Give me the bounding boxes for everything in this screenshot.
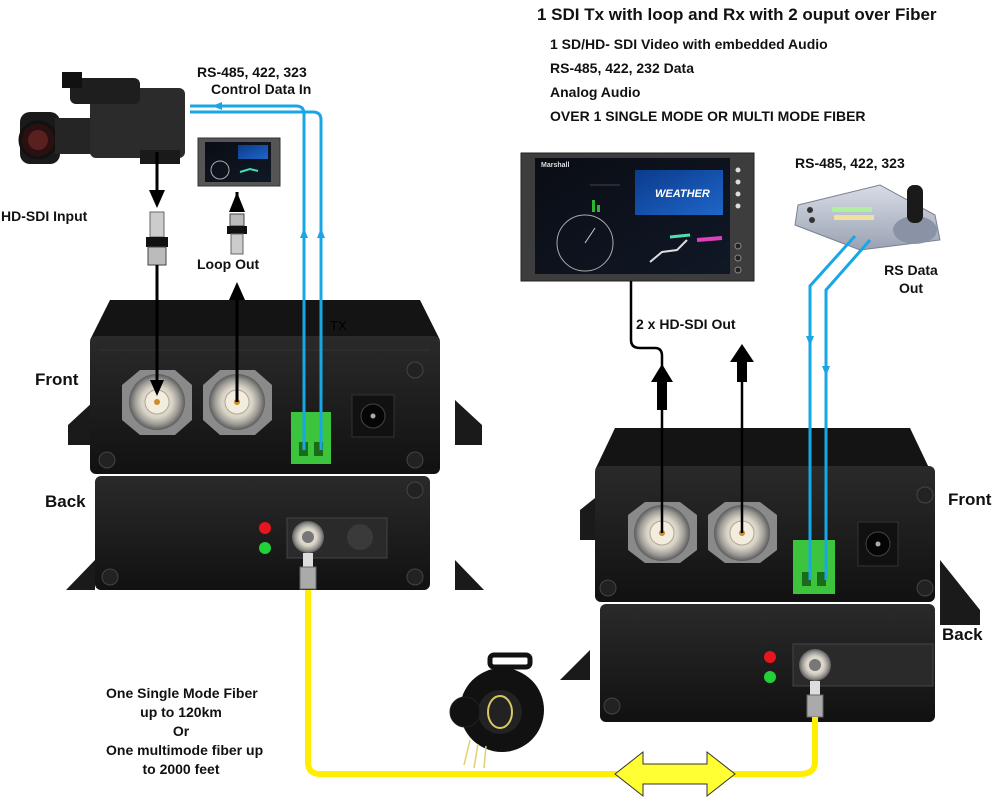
control-data-in-label-2: Control Data In <box>211 81 312 97</box>
rs-data-out-lines <box>806 234 872 580</box>
tx-data-terminal-block <box>291 412 331 464</box>
tx-mark-label: TX <box>330 318 347 333</box>
rx-dc-power-jack <box>857 521 899 567</box>
fiber-spec-line: One multimode fiber up <box>106 742 264 758</box>
hd-sdi-out-label: 2 x HD-SDI Out <box>636 316 736 332</box>
fiber-cable-line <box>305 590 818 777</box>
transmitter-device <box>66 300 484 590</box>
loop-out-label: Loop Out <box>197 256 260 272</box>
diagram-title: 1 SDI Tx with loop and Rx with 2 ouput o… <box>537 5 937 24</box>
tx-bnc-loop-connector <box>203 370 272 435</box>
monitor-brand: Marshall <box>541 162 569 169</box>
rx-fiber-st-connector <box>799 649 831 718</box>
rs-data-out-label-1: RS Data <box>884 262 938 278</box>
fiber-spec-text: One Single Mode Fiber up to 120km Or One… <box>106 684 264 779</box>
tx-dc-power-jack <box>351 394 395 438</box>
rs-data-out-label-2: Out <box>898 280 924 296</box>
feature-list: 1 SD/HD- SDI Video with embedded Audio R… <box>550 32 866 128</box>
tx-front-label: Front <box>35 370 79 389</box>
rx-back-label: Back <box>942 625 983 644</box>
fiber-spec-line: up to 120km <box>140 704 222 720</box>
fiber-spec-line: One Single Mode Fiber <box>106 685 258 701</box>
loop-out-monitor-icon <box>197 137 281 187</box>
broadcast-camera-icon <box>18 72 185 164</box>
monitor-weather-text: WEATHER <box>655 188 710 200</box>
tx-status-led-green <box>259 542 271 554</box>
receiver-device <box>560 428 980 722</box>
feature-item: OVER 1 SINGLE MODE OR MULTI MODE FIBER <box>550 108 866 124</box>
tx-back-label: Back <box>45 492 86 511</box>
rx-status-led-green <box>764 671 776 683</box>
feature-item: 1 SD/HD- SDI Video with embedded Audio <box>550 36 828 52</box>
control-data-in-lines <box>190 102 325 450</box>
rx-status-led-red <box>764 651 776 663</box>
tx-status-led-red <box>259 522 271 534</box>
rx-data-terminal-block <box>793 540 835 594</box>
loop-out-line <box>227 192 247 402</box>
rs-data-out-top-label: RS-485, 422, 323 <box>795 155 905 171</box>
ptz-control-panel-icon <box>794 184 941 251</box>
hd-sdi-input-label: HD-SDI Input <box>1 208 88 224</box>
fiber-spec-line: to 2000 feet <box>142 761 220 777</box>
tx-bnc-input-connector <box>122 370 192 435</box>
rx-front-label: Front <box>948 490 992 509</box>
feature-item: Analog Audio <box>550 84 641 100</box>
fiber-reel-icon <box>449 652 544 769</box>
bidirectional-arrow-icon <box>614 750 736 798</box>
hd-sdi-output-lines <box>629 281 754 533</box>
feature-item: RS-485, 422, 232 Data <box>550 60 694 76</box>
fiber-spec-line: Or <box>172 723 190 739</box>
hd-sdi-input-line <box>146 152 168 396</box>
output-monitor-icon: Marshall WEATHER <box>520 152 755 282</box>
control-data-in-label-1: RS-485, 422, 323 <box>197 64 307 80</box>
tx-fiber-st-connector <box>292 521 324 590</box>
